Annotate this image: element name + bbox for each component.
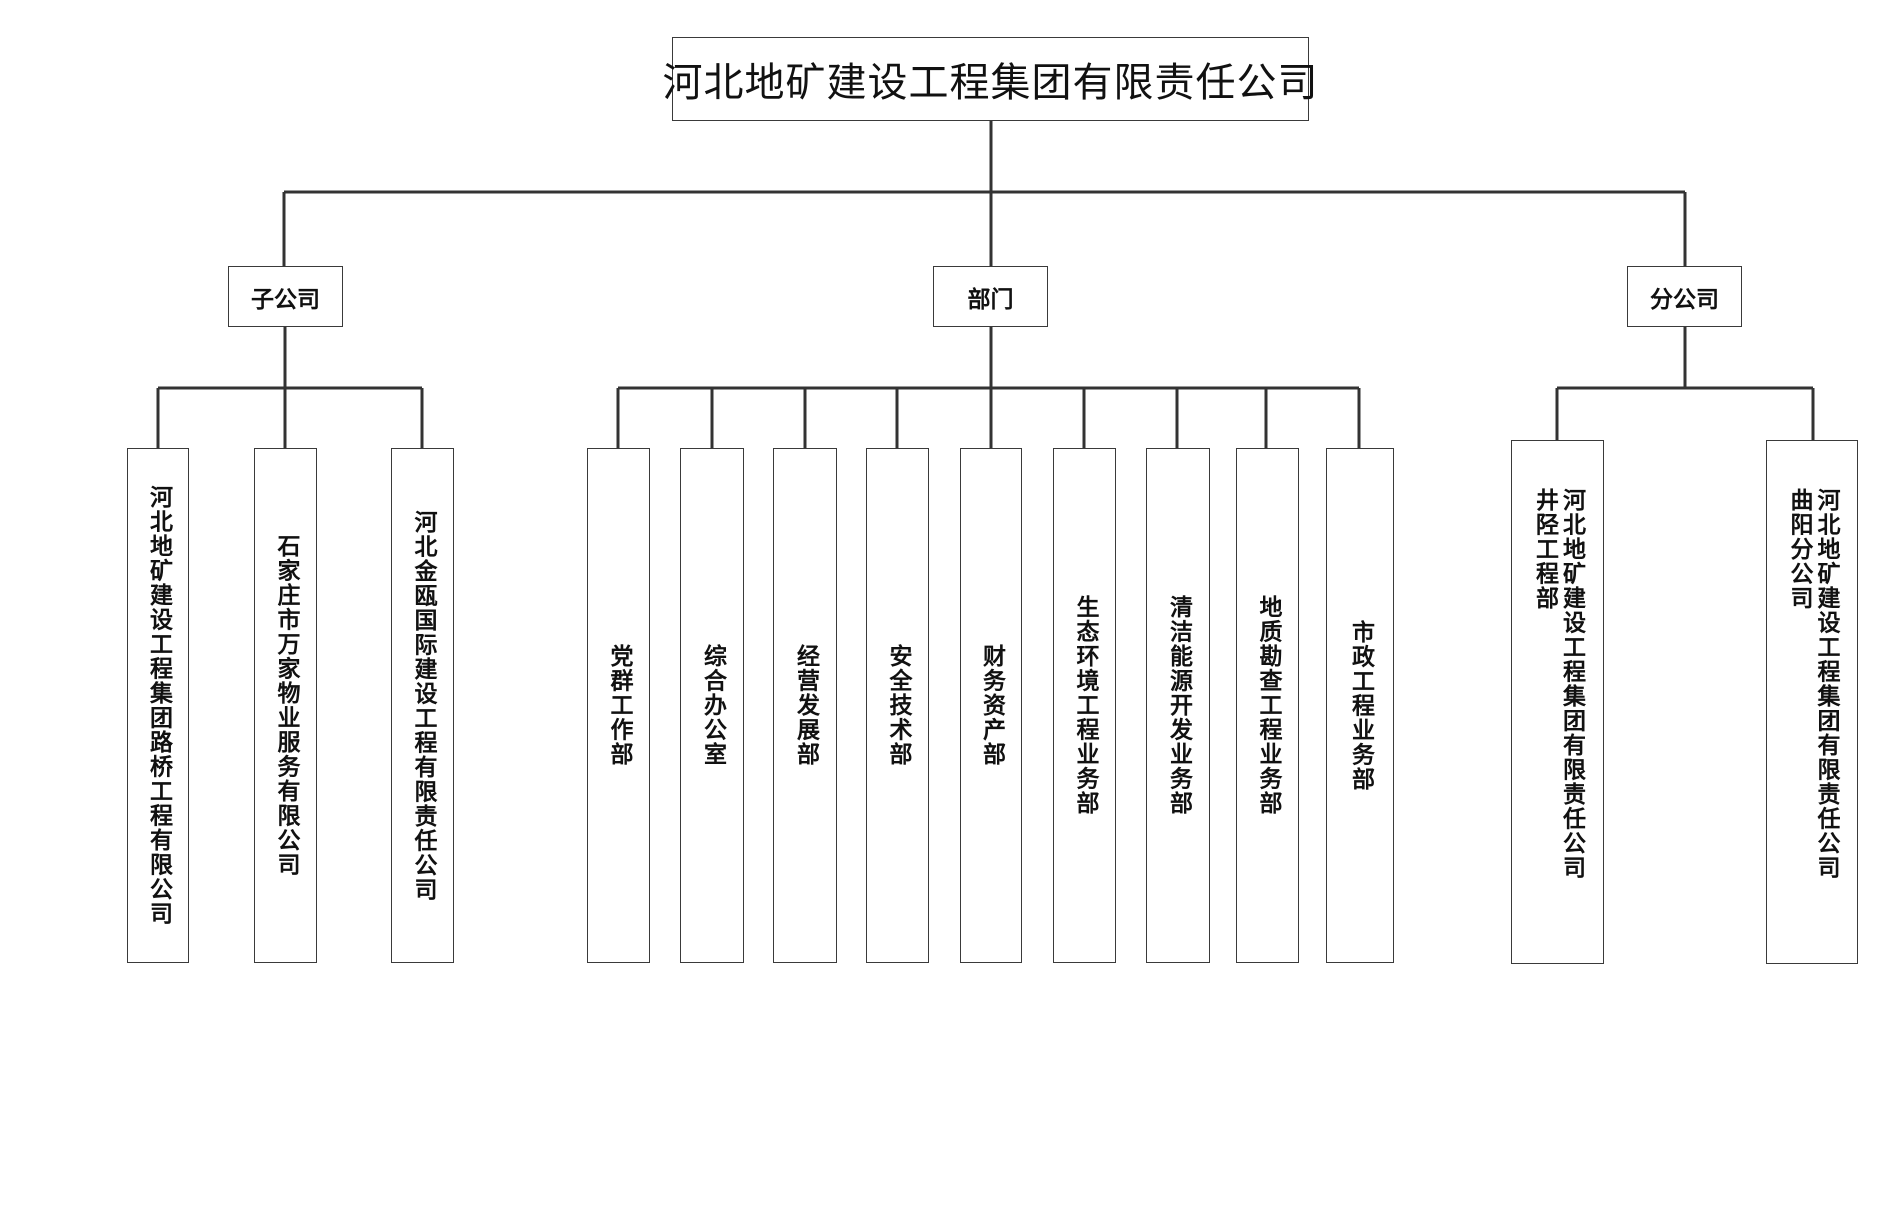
root-company-name: 河北地矿建设工程集团有限责任公司 — [662, 60, 1319, 106]
department-box: 财务资产部 — [960, 448, 1022, 963]
group-label-subsidiaries: 子公司 — [251, 286, 320, 313]
branch-name: 河北地矿建设工程集团有限责任公司 井陉工程部 — [1531, 488, 1585, 880]
department-name: 市政工程业务部 — [1347, 619, 1374, 792]
group-box-branches: 分公司 — [1627, 266, 1742, 327]
root-company-box: 河北地矿建设工程集团有限责任公司 — [663, 37, 1318, 121]
department-box: 综合办公室 — [680, 448, 744, 963]
department-box: 清洁能源开发业务部 — [1146, 448, 1210, 963]
subsidiary-name: 河北地矿建设工程集团路桥工程有限公司 — [145, 485, 172, 926]
department-name: 生态环境工程业务部 — [1072, 595, 1098, 816]
branch-box: 河北地矿建设工程集团有限责任公司 曲阳分公司 — [1766, 440, 1858, 964]
group-label-departments: 部门 — [967, 286, 1014, 313]
department-box: 安全技术部 — [866, 448, 929, 963]
department-name: 党群工作部 — [606, 644, 632, 767]
department-box: 市政工程业务部 — [1326, 448, 1394, 963]
subsidiary-box: 河北金瓯国际建设工程有限责任公司 — [391, 448, 454, 963]
department-name: 财务资产部 — [978, 644, 1005, 767]
department-box: 经营发展部 — [773, 448, 837, 963]
department-name: 综合办公室 — [699, 644, 726, 767]
subsidiary-box: 河北地矿建设工程集团路桥工程有限公司 — [127, 448, 189, 963]
group-label-branches: 分公司 — [1650, 286, 1719, 313]
group-box-subsidiaries: 子公司 — [228, 266, 343, 327]
subsidiary-box: 石家庄市万家物业服务有限公司 — [254, 448, 317, 963]
group-box-departments: 部门 — [933, 266, 1048, 327]
subsidiary-name: 石家庄市万家物业服务有限公司 — [273, 534, 299, 877]
department-box: 地质勘查工程业务部 — [1236, 448, 1299, 963]
branch-name: 河北地矿建设工程集团有限责任公司 曲阳分公司 — [1786, 488, 1839, 880]
branch-box: 河北地矿建设工程集团有限责任公司 井陉工程部 — [1511, 440, 1604, 964]
department-name: 安全技术部 — [885, 644, 911, 767]
department-box: 生态环境工程业务部 — [1053, 448, 1116, 963]
department-box: 党群工作部 — [587, 448, 650, 963]
subsidiary-name: 河北金瓯国际建设工程有限责任公司 — [410, 509, 436, 902]
department-name: 清洁能源开发业务部 — [1165, 595, 1192, 816]
department-name: 经营发展部 — [792, 644, 819, 767]
department-name: 地质勘查工程业务部 — [1255, 595, 1281, 816]
